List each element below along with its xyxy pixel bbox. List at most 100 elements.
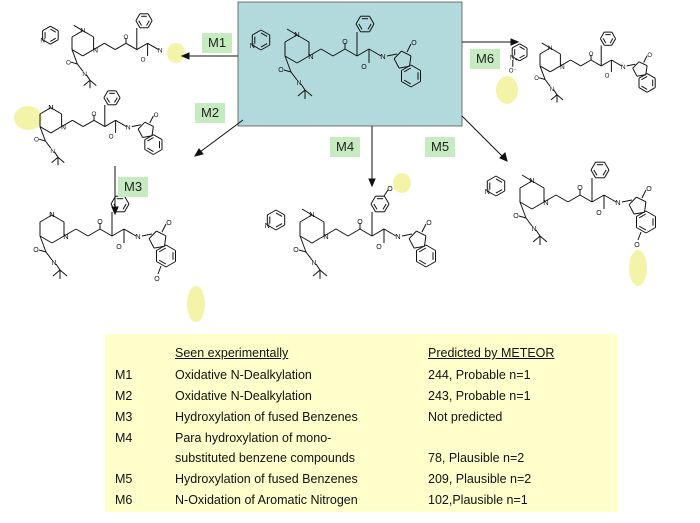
atom-label: N	[548, 45, 553, 52]
bond-189	[115, 90, 121, 99]
bond-65	[50, 39, 59, 45]
bond-36	[358, 23, 363, 30]
bond-17	[283, 69, 292, 73]
bond-144	[638, 61, 648, 67]
bond-359	[644, 201, 647, 213]
bond-121	[550, 94, 558, 101]
bond-112	[511, 43, 520, 49]
bond-306	[425, 261, 436, 268]
bond-4	[284, 55, 298, 64]
atom-label: N	[615, 198, 620, 207]
bond-150	[646, 87, 656, 93]
bond-6	[286, 28, 298, 36]
bond-151	[638, 87, 648, 93]
bond-49	[410, 81, 421, 88]
atom-label: N	[40, 38, 45, 45]
bond-304	[408, 230, 417, 240]
bond-211	[39, 235, 53, 244]
atom-label: N	[48, 105, 53, 112]
bond-186	[103, 90, 109, 99]
atom-label: N	[308, 52, 313, 61]
bond-308	[418, 259, 427, 265]
atom-label: N	[323, 232, 328, 241]
label-m5: M5	[425, 137, 456, 157]
bond-35	[355, 23, 361, 33]
bond-328	[495, 175, 505, 182]
bond-208	[51, 214, 65, 223]
atom-label: N	[135, 232, 140, 241]
bond-175	[93, 119, 106, 128]
atom-label: O	[293, 247, 299, 254]
bond-124	[560, 59, 571, 67]
bond-70	[42, 25, 51, 32]
bond-128	[600, 59, 612, 67]
bond-243	[148, 238, 155, 249]
atom-label: O	[166, 220, 172, 227]
bond-197	[149, 115, 154, 124]
bond-159	[39, 107, 52, 115]
bond-147	[632, 67, 638, 77]
arrowhead-m5	[499, 152, 508, 162]
bond-282	[359, 228, 373, 237]
bond-33	[367, 23, 372, 30]
bond-255	[157, 265, 162, 275]
bond-270	[275, 212, 283, 217]
bond-319	[519, 201, 533, 210]
arrowhead-m6	[510, 38, 520, 46]
bond-198	[153, 149, 163, 155]
bond-257	[311, 214, 325, 223]
bond-221	[75, 228, 89, 237]
bond-239	[141, 233, 153, 237]
atom-label: O	[66, 59, 71, 66]
bond-166	[38, 138, 46, 142]
highlight-m1	[167, 43, 185, 63]
atom-label: N	[296, 80, 301, 87]
bond-329	[495, 178, 503, 183]
highlight-m5	[629, 250, 647, 286]
row-m4-reaction: Para hydroxylation of mono-	[175, 431, 332, 445]
atom-label: N	[126, 125, 131, 132]
bond-84	[125, 42, 138, 51]
bond-169	[51, 156, 59, 163]
bond-113	[519, 43, 528, 49]
row-m6-reaction: N-Oxidation of Aromatic Nitrogen	[175, 493, 358, 507]
bond-120	[553, 89, 558, 96]
bond-312	[425, 244, 436, 251]
atom-label: O	[92, 111, 97, 118]
bond-40	[369, 15, 375, 25]
bond-299	[401, 233, 413, 237]
bond-90	[147, 20, 153, 29]
bond-288	[384, 203, 390, 213]
atom-label: O	[124, 34, 129, 41]
atom-label: O	[342, 39, 348, 46]
bond-338	[543, 194, 557, 203]
bond-100	[539, 47, 551, 55]
bond-72	[50, 28, 57, 33]
bond-362	[628, 196, 637, 206]
label-m1: M1	[202, 33, 233, 53]
row-m3-prediction: Not predicted	[428, 410, 503, 424]
bond-361	[628, 204, 635, 215]
bond-14	[260, 32, 268, 37]
bond-47	[393, 50, 402, 60]
row-m3-id: M3	[115, 410, 133, 424]
bond-117	[539, 65, 546, 80]
bond-283	[371, 228, 385, 237]
bond-107	[519, 56, 528, 62]
atom-label: O	[361, 64, 367, 71]
bond-279	[323, 228, 337, 237]
arrowhead-m4	[368, 178, 376, 188]
bond-297	[383, 189, 389, 197]
bond-311	[418, 247, 427, 253]
bond-348	[602, 169, 607, 176]
bond-9	[252, 44, 262, 51]
bond-323	[495, 189, 503, 194]
bond-277	[319, 269, 328, 277]
bond-352	[590, 161, 596, 171]
bond-327	[487, 175, 497, 182]
atom-label: O	[33, 247, 39, 254]
bond-369	[638, 213, 647, 219]
bond-64	[73, 24, 84, 32]
bond-51	[403, 79, 412, 85]
